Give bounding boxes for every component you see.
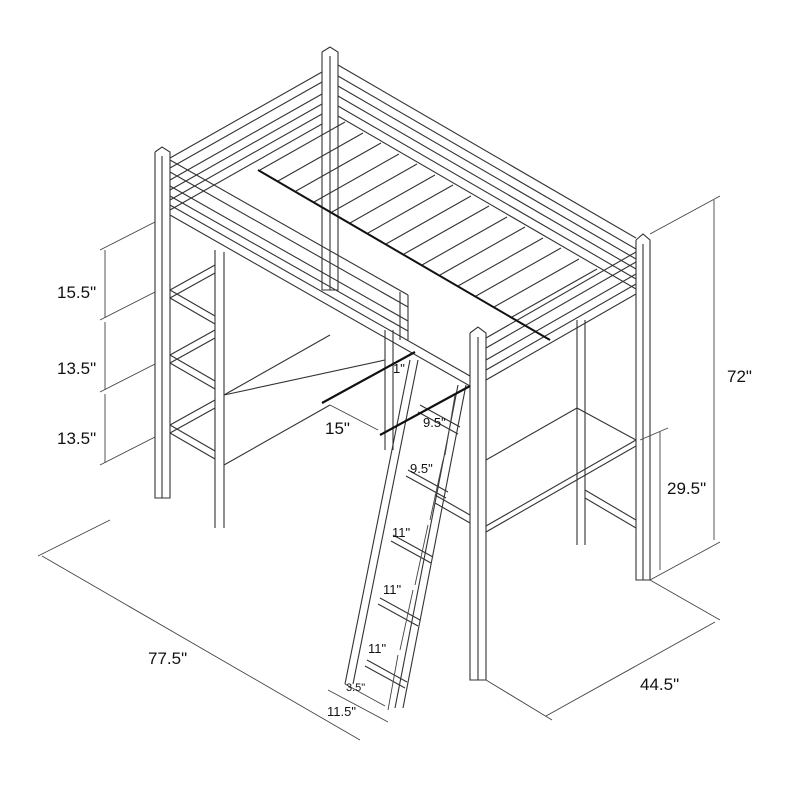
ladder-rung-spacing-1: 9.5" — [423, 415, 446, 430]
dimension-lines — [37, 195, 721, 741]
ladder-rung-spacing-5: 11" — [368, 641, 387, 656]
shelf-spacing-top-label: 15.5" — [57, 283, 97, 302]
overall-width-label: 44.5" — [640, 675, 680, 694]
desk-depth-label: 15" — [325, 419, 350, 438]
bed-frame — [154, 46, 651, 709]
desk-height-label: 29.5" — [667, 479, 707, 498]
overall-height-label: 72" — [727, 367, 752, 386]
desk-offset-label: 1" — [393, 361, 405, 376]
ladder-width-label: 11.5" — [327, 704, 356, 719]
shelf-spacing-bottom-label: 13.5" — [57, 429, 97, 448]
overall-length-label: 77.5" — [148, 649, 188, 668]
ladder-rung-spacing-3: 11" — [392, 525, 411, 540]
ladder-rung-spacing-2: 9.5" — [410, 461, 433, 476]
ladder-rail-depth-label: 3.5" — [346, 682, 366, 694]
slats — [259, 121, 598, 318]
shelf-spacing-middle-label: 13.5" — [57, 359, 97, 378]
ladder-rung-spacing-4: 11" — [383, 582, 402, 597]
